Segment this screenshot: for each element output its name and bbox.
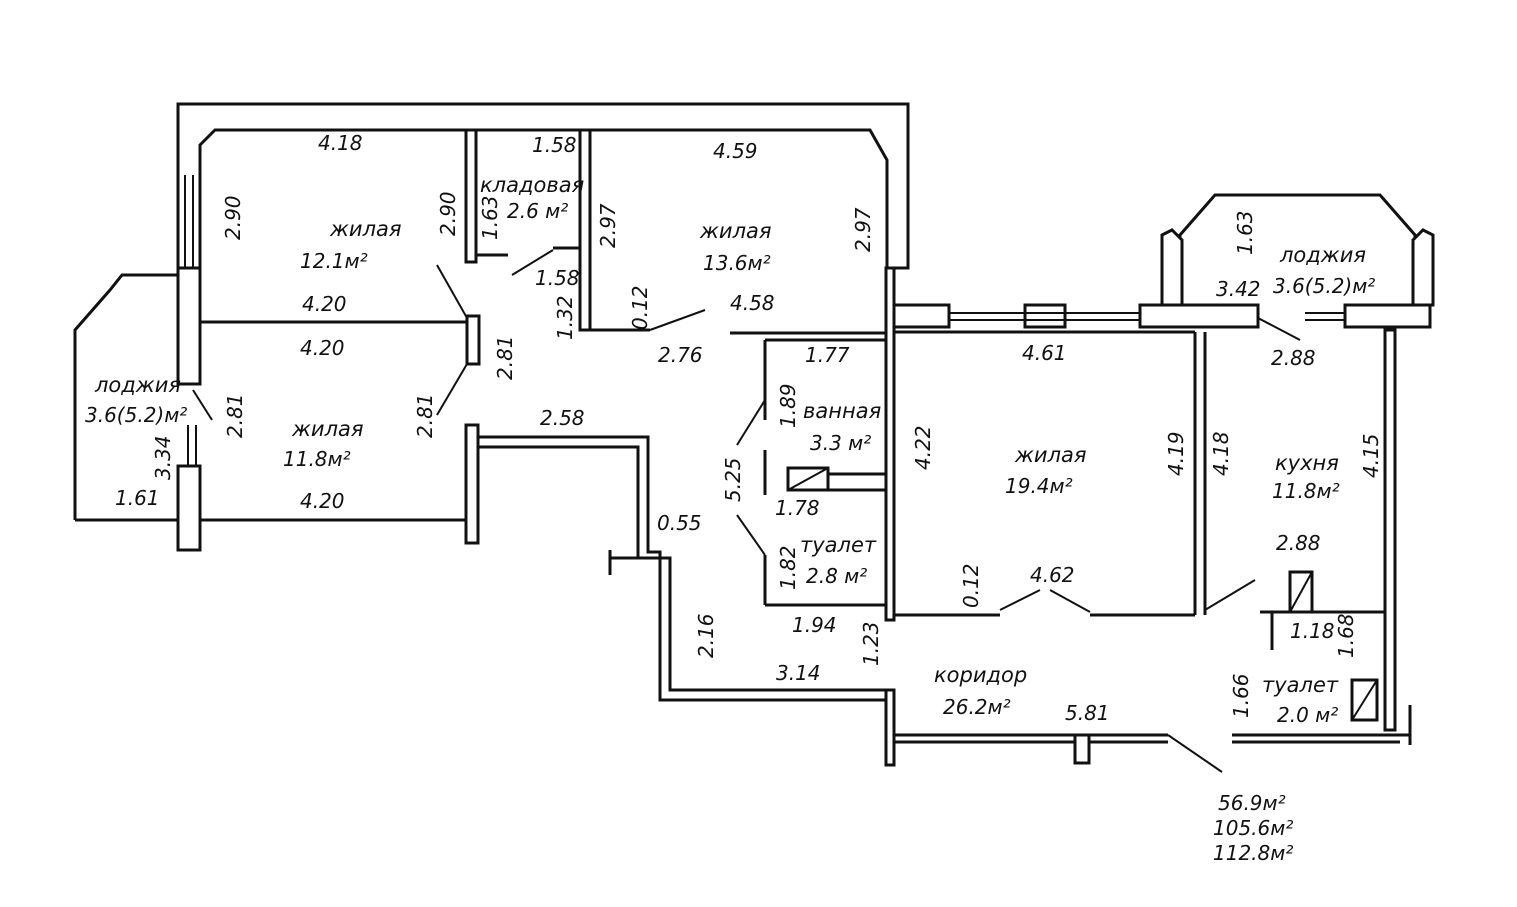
room-area: 12.1м²	[300, 249, 368, 273]
dimension: 4.59	[713, 139, 758, 163]
room-name: ванная	[803, 399, 881, 423]
area-totals: 56.9м² 105.6м² 112.8м²	[1213, 791, 1293, 865]
dimension: 3.42	[1216, 277, 1261, 301]
room-name: лоджия	[1279, 243, 1366, 267]
dimension: 2.81	[493, 335, 517, 380]
room-name: кухня	[1275, 451, 1339, 475]
room-labels: жилая 12.1м² кладовая 2.6 м² жилая 13.6м…	[85, 173, 1375, 727]
dimension: 4.61	[1022, 341, 1067, 365]
dimension: 1.77	[805, 343, 850, 367]
dimension: 4.58	[730, 291, 775, 315]
dimension: 2.16	[694, 613, 718, 658]
room-area: 3.6(5.2)м²	[1273, 274, 1375, 298]
room-name: жилая	[329, 217, 402, 241]
dimension: 4.22	[911, 425, 935, 470]
dimension: 1.66	[1229, 673, 1253, 718]
dimension: 5.25	[721, 457, 745, 502]
dimension: 4.20	[300, 489, 345, 513]
dimension: 3.34	[151, 435, 175, 480]
dimension: 5.81	[1065, 701, 1110, 725]
room-area: 3.6(5.2)м²	[85, 403, 187, 427]
dimension: 4.18	[1209, 431, 1233, 476]
room-name: туалет	[1262, 673, 1339, 697]
dimension: 0.12	[959, 563, 983, 608]
room-area: 2.8 м²	[806, 564, 867, 588]
dimension-labels: 4.18 1.58 4.59 2.90 2.90 1.63 2.97 2.97 …	[115, 131, 1383, 725]
dimension: 2.90	[436, 191, 460, 236]
dimension: 2.88	[1276, 531, 1321, 555]
dimension: 1.58	[532, 133, 577, 157]
dimension: 1.32	[553, 295, 577, 340]
room-name: лоджия	[94, 373, 181, 397]
dimension: 1.94	[792, 613, 837, 637]
dimension: 4.18	[318, 131, 363, 155]
dimension: 4.62	[1030, 563, 1075, 587]
walls	[73, 102, 1435, 773]
room-name: жилая	[291, 417, 364, 441]
total-area: 112.8м²	[1213, 841, 1293, 865]
dimension: 1.18	[1290, 619, 1335, 643]
dimension: 1.63	[1233, 210, 1257, 255]
total-area: 105.6м²	[1213, 816, 1293, 840]
dimension: 1.63	[478, 195, 502, 240]
room-name: туалет	[800, 533, 877, 557]
room-name: кладовая	[480, 173, 584, 197]
room-area: 2.0 м²	[1277, 703, 1338, 727]
dimension: 2.90	[221, 195, 245, 240]
dimension: 1.58	[535, 266, 580, 290]
dimension: 4.20	[300, 336, 345, 360]
room-name: жилая	[1014, 443, 1087, 467]
dimension: 2.81	[223, 393, 247, 438]
dimension: 2.97	[851, 207, 875, 252]
room-area: 3.3 м²	[810, 431, 871, 455]
dimension: 2.97	[596, 203, 620, 248]
dimension: 4.20	[302, 292, 347, 316]
room-name: коридор	[934, 663, 1027, 687]
dimension: 3.14	[776, 661, 821, 685]
dimension: 2.81	[413, 393, 437, 438]
dimension: 1.78	[775, 496, 820, 520]
dimension: 1.82	[776, 545, 800, 590]
dimension: 1.23	[859, 621, 883, 666]
dimension: 1.89	[776, 383, 800, 428]
dimension: 2.88	[1271, 346, 1316, 370]
room-area: 19.4м²	[1005, 474, 1073, 498]
dimension: 0.12	[628, 285, 652, 330]
dimension: 1.61	[115, 486, 160, 510]
dimension: 1.68	[1334, 613, 1358, 658]
dimension: 2.58	[540, 406, 585, 430]
room-area: 2.6 м²	[507, 199, 568, 223]
dimension: 0.55	[657, 511, 702, 535]
dimension: 2.76	[658, 343, 703, 367]
dimension: 4.15	[1359, 433, 1383, 478]
room-area: 11.8м²	[283, 447, 351, 471]
room-area: 11.8м²	[1272, 479, 1340, 503]
room-name: жилая	[699, 219, 772, 243]
room-area: 26.2м²	[943, 695, 1011, 719]
dimension: 4.19	[1164, 431, 1188, 476]
total-area: 56.9м²	[1218, 791, 1286, 815]
room-area: 13.6м²	[703, 251, 771, 275]
